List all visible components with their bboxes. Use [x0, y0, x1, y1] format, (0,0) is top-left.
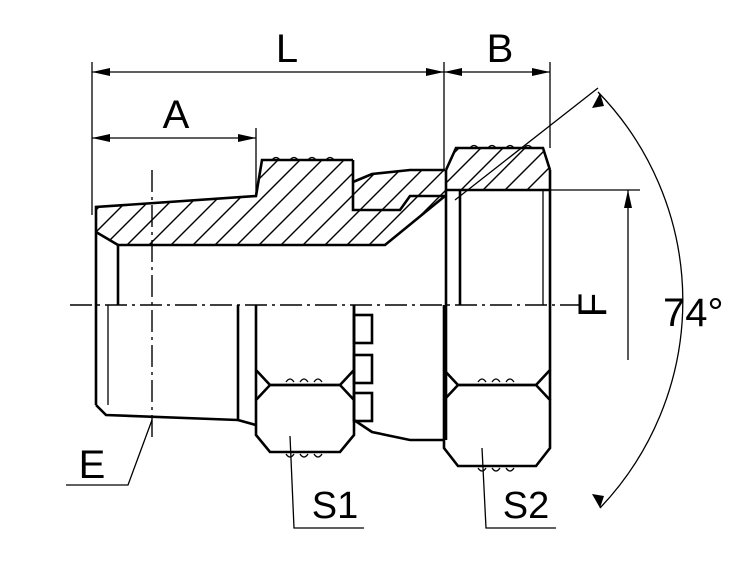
hatch-line — [253, 160, 355, 245]
hatch-line — [341, 160, 443, 245]
hatch-line — [96, 160, 135, 245]
hatch-line — [477, 148, 529, 190]
label-angle: 74° — [663, 291, 724, 335]
hatch-line — [319, 160, 421, 245]
hatch-line — [297, 160, 399, 245]
section-hatching-body — [0, 150, 445, 250]
hatch-line — [209, 160, 311, 245]
center-lines — [70, 170, 580, 440]
label-s2: S2 — [503, 485, 549, 527]
hatch-line — [499, 148, 550, 190]
hatch-line — [455, 148, 507, 190]
label-b: B — [487, 27, 514, 71]
hatch-line — [521, 148, 550, 190]
hatch-line — [96, 160, 179, 245]
label-f: F — [571, 293, 615, 317]
label-e: E — [79, 443, 106, 487]
hatch-line — [407, 160, 445, 245]
hatch-line — [385, 160, 445, 245]
label-l: L — [276, 27, 298, 71]
hatch-line — [275, 160, 377, 245]
hatch-line — [96, 160, 157, 245]
hatch-line — [231, 160, 333, 245]
hatch-line — [543, 148, 550, 190]
hatch-line — [187, 160, 289, 245]
label-a: A — [163, 93, 190, 137]
hatch-line — [0, 150, 90, 250]
hatch-line — [446, 148, 485, 190]
dimension-labels: L B A E S1 S2 F 74° — [79, 27, 724, 527]
dimension-lines — [66, 62, 684, 529]
label-s1: S1 — [312, 485, 358, 527]
hatch-line — [363, 160, 445, 245]
fitting-body-outline — [94, 144, 552, 472]
